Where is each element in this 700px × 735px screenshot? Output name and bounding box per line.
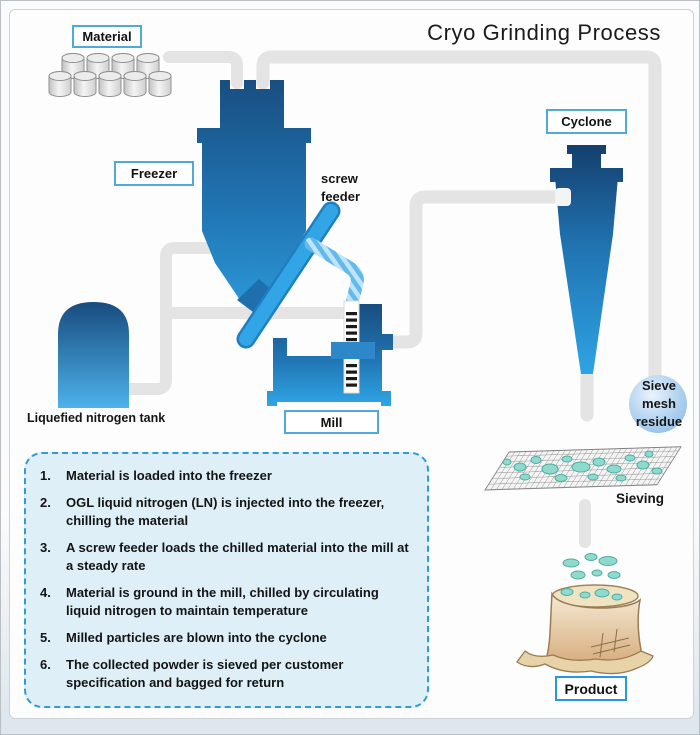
cyclone-cone: [560, 234, 613, 374]
cyclone-top-cap: [567, 145, 606, 154]
freezer-spout: [237, 279, 275, 312]
cyclone-inlet-connector: [555, 188, 571, 206]
screw-thread-marks: [346, 312, 357, 387]
mill-foot-flange: [267, 391, 391, 402]
product-bag: [516, 553, 654, 675]
sieve-particles: [502, 450, 663, 482]
sieve-residue-label: Sieve mesh residue: [635, 378, 683, 429]
pipes: [117, 50, 662, 548]
screw-feeder: [236, 201, 364, 349]
material-feed-pipe: [163, 51, 243, 89]
cyclone-vessel: [550, 145, 623, 374]
process-step-1: 1. Material is loaded into the freezer: [40, 468, 272, 483]
bag-rim-particles: [560, 588, 623, 601]
material-label: Material: [72, 25, 142, 48]
process-steps-panel: 1. Material is loaded into the freezer 2…: [24, 452, 429, 708]
page-title: Cryo Grinding Process: [427, 20, 661, 45]
mill-label: Mill: [284, 410, 379, 434]
freezer-body: [202, 137, 306, 231]
residue-highlight-circle: [629, 375, 687, 433]
feeder-hose: [304, 237, 364, 310]
mill-drive-bar: [331, 342, 375, 359]
cyclone-label: Cyclone: [546, 109, 627, 134]
sieving-label: Sieving: [616, 491, 665, 506]
mill-outlet-nub: [380, 334, 393, 350]
process-step-3: 3. A screw feeder loads the chilled mate…: [40, 540, 409, 573]
freezer-flange: [197, 128, 311, 137]
cyclone-flange: [550, 168, 623, 177]
process-step-4: 4. Material is ground in the mill, chill…: [40, 585, 379, 618]
sieve-mesh: [484, 446, 682, 491]
falling-particles: [562, 553, 621, 580]
material-drums: [48, 53, 172, 97]
freezer-neck: [220, 80, 284, 130]
bag-skirt: [516, 650, 654, 675]
process-step-5: 5. Milled particles are blown into the c…: [40, 630, 327, 645]
product-label: Product: [555, 676, 627, 701]
process-step-6: 6. The collected powder is sieved per cu…: [40, 657, 344, 690]
process-step-2: 2. OGL liquid nitrogen (LN) is injected …: [40, 495, 385, 528]
mill-to-cyclone-pipe: [367, 190, 566, 349]
cyclone-neck: [572, 153, 601, 169]
freezer-vessel: [197, 80, 311, 312]
bag-stitch-sketch: [590, 628, 631, 658]
freezer-label: Freezer: [114, 161, 194, 186]
residue-recycle-pipe: [256, 50, 662, 424]
screw-feeder-label: screw feeder: [321, 171, 361, 204]
mill-assembly: [267, 300, 393, 406]
ln-tank-label: Liquefied nitrogen tank: [27, 411, 166, 425]
freezer-cone: [202, 231, 306, 307]
liquid-nitrogen-tank: [58, 302, 129, 408]
